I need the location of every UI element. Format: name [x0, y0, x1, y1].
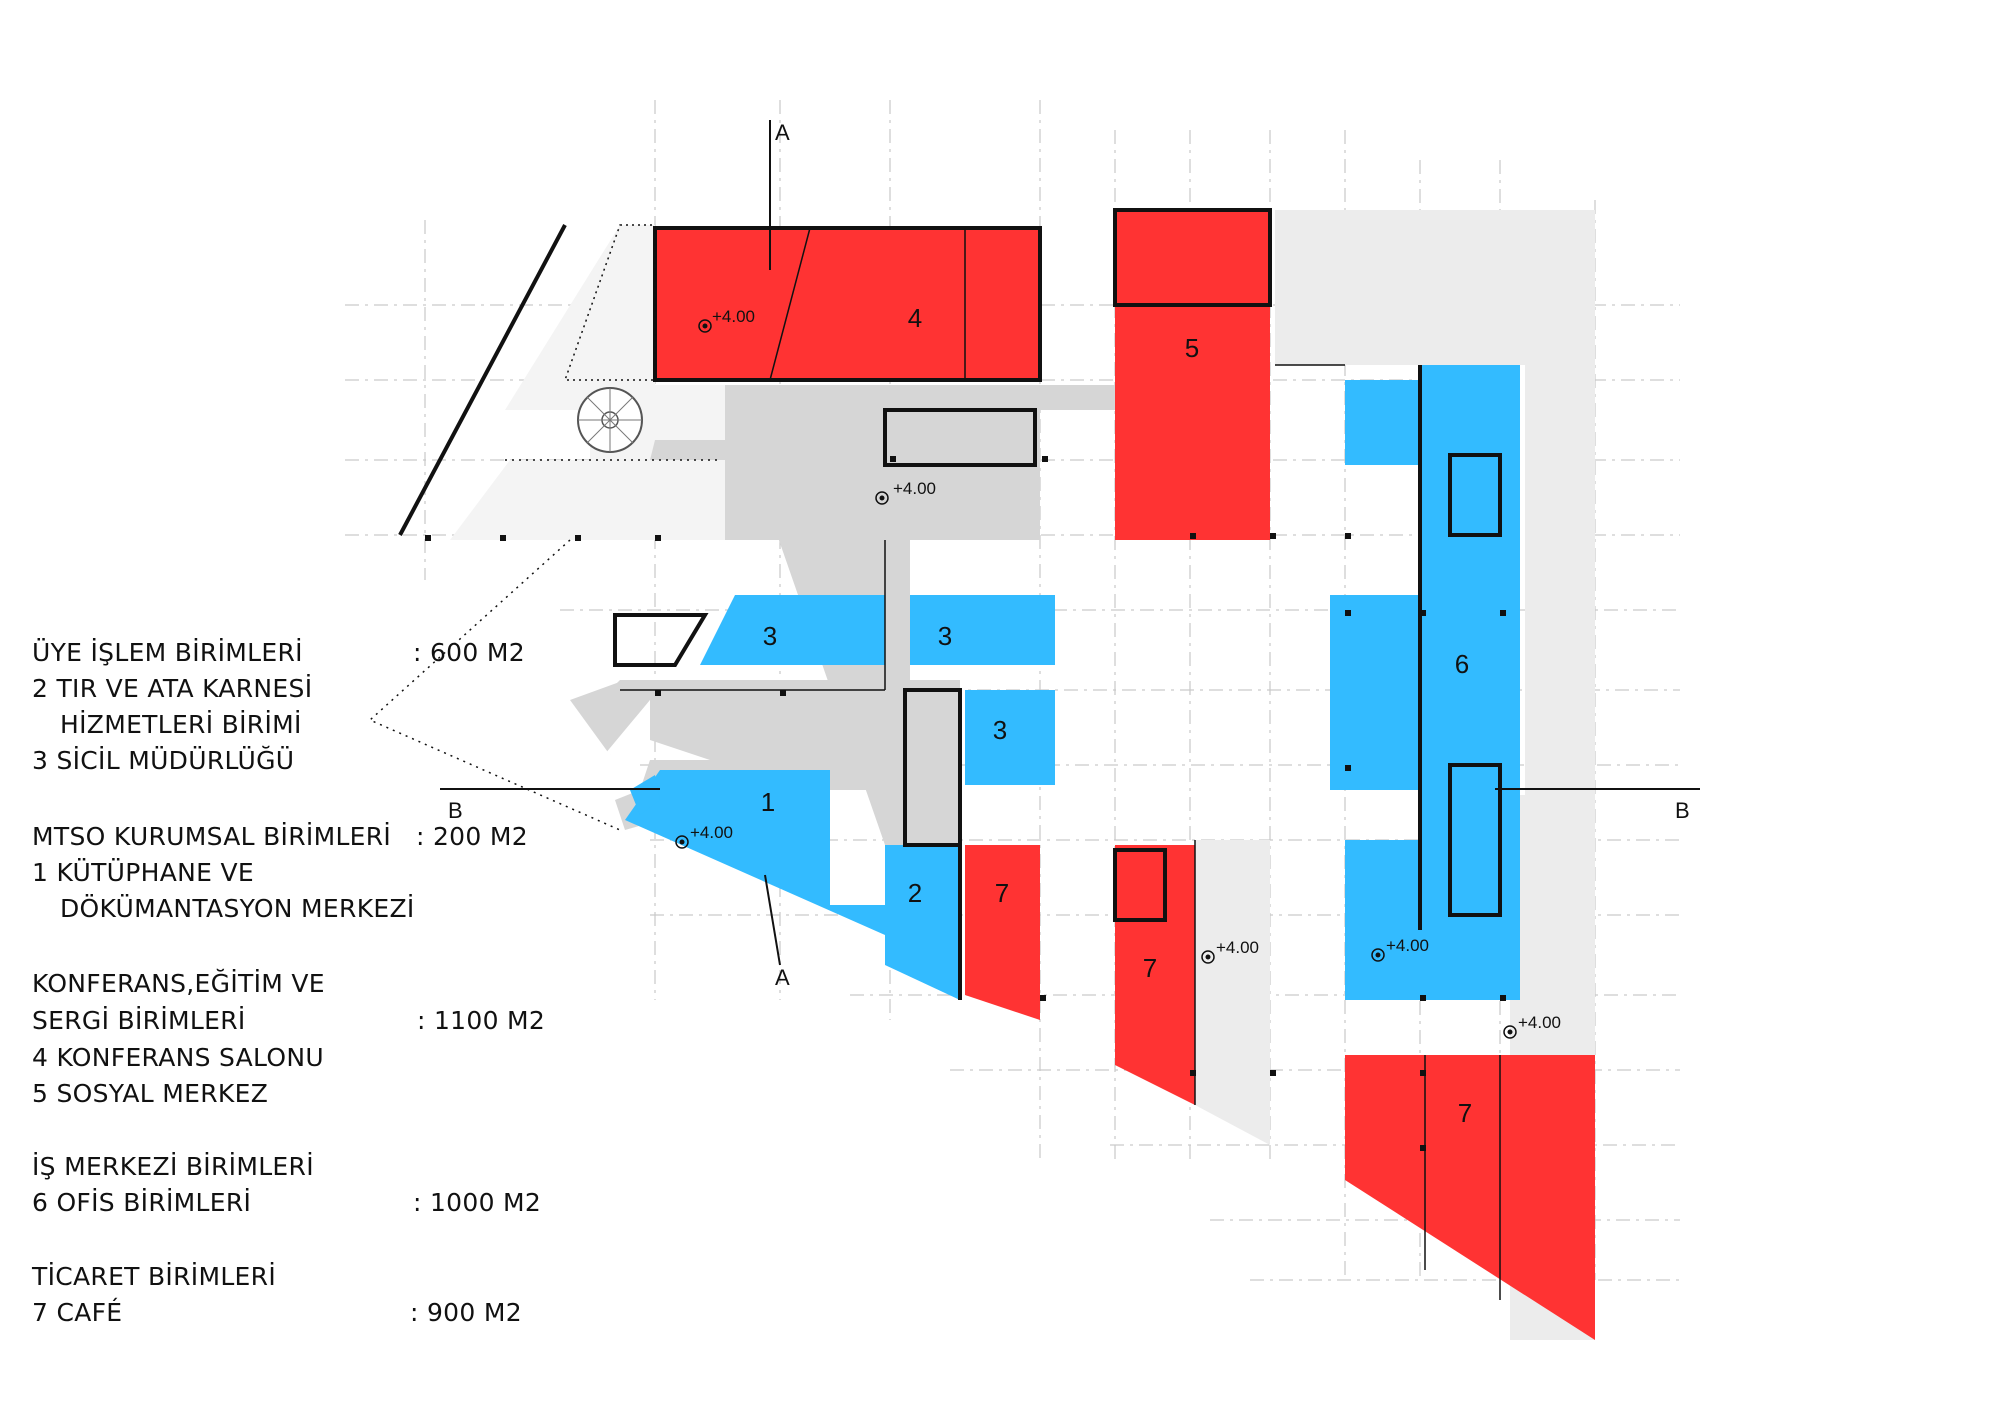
- room-number-7c: 7: [1458, 1098, 1472, 1128]
- sicil-3c: [965, 690, 1055, 785]
- social-center: [1115, 210, 1270, 540]
- library-1: [625, 770, 885, 935]
- section-a-top: A: [775, 120, 790, 145]
- spiral-stair: [577, 387, 643, 453]
- legend-g2-area: : 200 M2: [416, 822, 528, 851]
- conference-hall: [655, 228, 1040, 380]
- legend-g5-title: TİCARET BİRİMLERİ: [31, 1262, 276, 1291]
- legend-g4-area: : 1000 M2: [413, 1188, 541, 1217]
- office-6: [1330, 365, 1520, 1000]
- elevation-label-library: +4.00: [690, 823, 733, 842]
- room-number-3a: 3: [763, 621, 777, 651]
- elevation-label-office: +4.00: [1386, 936, 1429, 955]
- tir-ata-2: [885, 845, 960, 1000]
- legend-g3-item2: 5 SOSYAL MERKEZ: [32, 1079, 268, 1108]
- room-number-7b: 7: [1143, 953, 1157, 983]
- blue-rooms: [625, 365, 1520, 1000]
- walls: [398, 208, 1502, 1000]
- left-wing-details: [565, 700, 660, 815]
- room-number-1: 1: [761, 787, 775, 817]
- legend-g1-item2: 3 SİCİL MÜDÜRLÜĞÜ: [32, 745, 294, 775]
- legend-g4-item1: 6 OFİS BİRİMLERİ: [32, 1188, 251, 1217]
- room-number-5: 5: [1185, 333, 1199, 363]
- elevation-label-cafe: +4.00: [1216, 938, 1259, 957]
- legend-g1-title: ÜYE İŞLEM BİRİMLERİ: [32, 638, 303, 667]
- legend: ÜYE İŞLEM BİRİMLERİ : 600 M2 2 TIR VE AT…: [31, 638, 545, 1327]
- legend-g2-title: MTSO KURUMSAL BİRİMLERİ: [32, 822, 391, 851]
- sicil-3b: [910, 595, 1055, 665]
- red-rooms: [655, 210, 1595, 1340]
- legend-g5-area: : 900 M2: [410, 1298, 522, 1327]
- room-number-3b: 3: [938, 621, 952, 651]
- legend-g1-item1-line2: HİZMETLERİ BİRİMİ: [60, 710, 302, 739]
- room-number-3c: 3: [993, 715, 1007, 745]
- cafe-7b: [1115, 845, 1195, 1105]
- legend-g2-item1-line2: DÖKÜMANTASYON MERKEZİ: [60, 894, 415, 923]
- section-b-right: B: [1675, 798, 1690, 823]
- section-lines: [440, 120, 1700, 966]
- legend-g3-area: : 1100 M2: [417, 1006, 545, 1035]
- legend-g1-item1-line1: 2 TIR VE ATA KARNESİ: [32, 674, 312, 703]
- section-b-left: B: [448, 798, 463, 823]
- legend-g5-item1: 7 CAFÉ: [32, 1298, 122, 1327]
- detail-lines: [368, 224, 1501, 1300]
- cafe-7c: [1345, 1055, 1595, 1340]
- elevation-label-lobby: +4.00: [893, 479, 936, 498]
- legend-g4-title: İŞ MERKEZİ BİRİMLERİ: [32, 1152, 314, 1181]
- legend-g1-area: : 600 M2: [413, 638, 525, 667]
- elevation-label-conference: +4.00: [712, 307, 755, 326]
- section-a-bottom: A: [775, 965, 790, 990]
- sicil-3a: [700, 595, 885, 665]
- legend-g2-item1-line1: 1 KÜTÜPHANE VE: [32, 858, 254, 887]
- cafe-7a: [965, 845, 1040, 1020]
- legend-g3-item1: 4 KONFERANS SALONU: [32, 1043, 324, 1072]
- room-number-7a: 7: [995, 878, 1009, 908]
- room-number-2: 2: [908, 878, 922, 908]
- room-number-6: 6: [1455, 649, 1469, 679]
- elevation-markers: [675, 319, 1517, 1039]
- legend-g3-title-line2: SERGİ BİRİMLERİ: [32, 1006, 246, 1035]
- columns: [425, 456, 1506, 1151]
- room-number-4: 4: [908, 303, 922, 333]
- elevation-label-terrace: +4.00: [1518, 1013, 1561, 1032]
- legend-g3-title-line1: KONFERANS,EĞİTİM VE: [32, 968, 325, 998]
